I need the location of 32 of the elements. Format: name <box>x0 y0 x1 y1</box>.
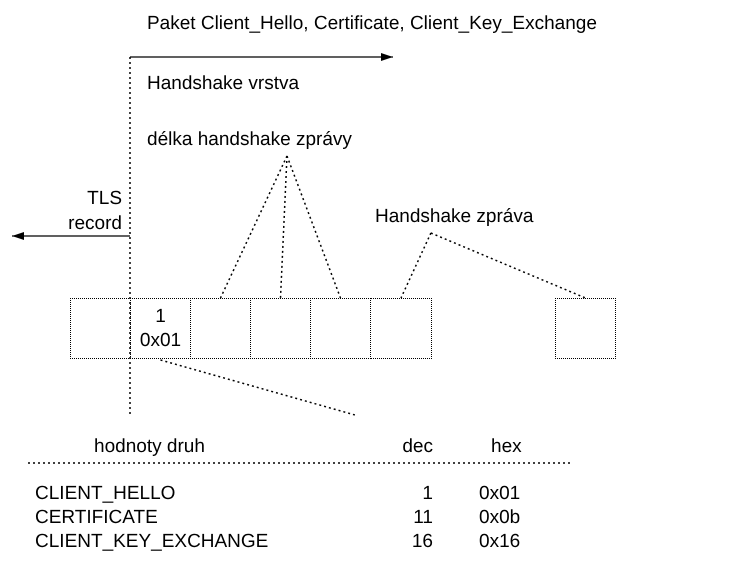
table-cell-text: 0x01 <box>479 483 522 505</box>
layer-label: TLS record <box>67 187 122 236</box>
caption-text: Paket Client_Hello, Certificate, Client_Key_Exchange <box>147 13 597 35</box>
byte-value: 1 <box>155 304 166 328</box>
byte-box <box>70 298 131 359</box>
annotation-text: Handshake zpráva <box>375 206 534 228</box>
leader-line <box>160 359 356 416</box>
table-cell-text: 11 <box>412 507 433 529</box>
table-cell-text: 0x16 <box>479 531 522 553</box>
leader-line <box>400 232 432 298</box>
table-cell: CLIENT_HELLO <box>35 483 176 505</box>
table-header: hodnoty druh <box>94 436 205 458</box>
annotation-text: délka handshake zprávy <box>147 129 352 151</box>
byte-box <box>555 298 616 359</box>
leader-line <box>286 156 342 298</box>
leader-line <box>430 232 586 299</box>
table-header: dec <box>401 436 433 458</box>
table-cell-text: 1 <box>421 483 433 505</box>
byte-box <box>370 298 432 359</box>
table-header: hex <box>491 436 523 458</box>
byte-value: 0x01 <box>140 328 182 352</box>
leader-line <box>220 156 288 298</box>
table-cell: CERTIFICATE <box>35 507 158 529</box>
byte-box <box>250 298 311 359</box>
table-cell: CLIENT_KEY_EXCHANGE <box>35 531 268 553</box>
byte-box <box>190 298 251 359</box>
layer-label: Handshake vrstva <box>147 73 300 95</box>
byte-box <box>310 298 371 359</box>
leader-line <box>280 156 288 298</box>
byte-box <box>130 298 191 359</box>
table-cell-text: 0x0b <box>479 507 522 529</box>
table-cell-text: 16 <box>410 531 433 553</box>
